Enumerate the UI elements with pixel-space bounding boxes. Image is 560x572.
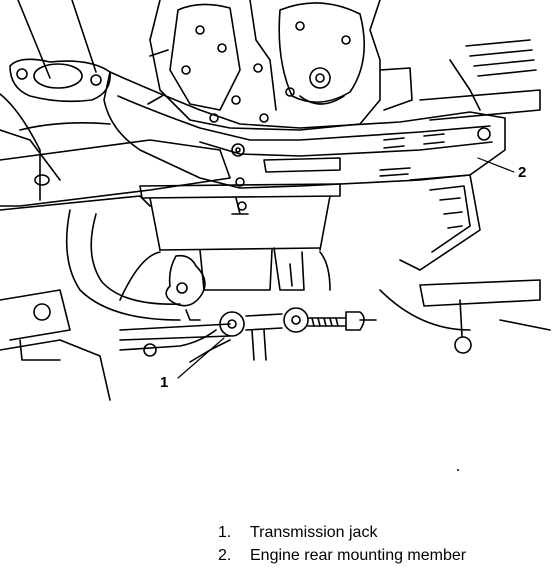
transmission-jack [119,254,377,361]
callout-2: 2 [518,164,527,181]
engine-block [147,0,413,131]
exhaust-pipe [0,0,111,201]
callout-1: 1 [160,374,169,391]
legend-item: 2. Engine rear mounting member [218,544,466,567]
legend-label: Transmission jack [250,524,378,541]
legend-item: 1. Transmission jack [218,521,466,544]
exhaust-bend [65,209,181,321]
legend-number: 1. [218,524,232,541]
leader-lines [177,157,515,379]
legend-label: Engine rear mounting member [250,547,467,564]
left-body-panel [0,122,231,211]
right-linkage [379,39,551,354]
lower-left-components [0,289,231,401]
speck [457,469,459,471]
transmission-housing [139,183,341,291]
leader-line-1 [177,337,225,379]
legend: 1. Transmission jack 2. Engine rear mounti… [218,521,466,567]
legend-number: 2. [218,547,232,564]
leader-line-2 [477,157,515,173]
engine-rear-mounting-member [103,71,506,189]
